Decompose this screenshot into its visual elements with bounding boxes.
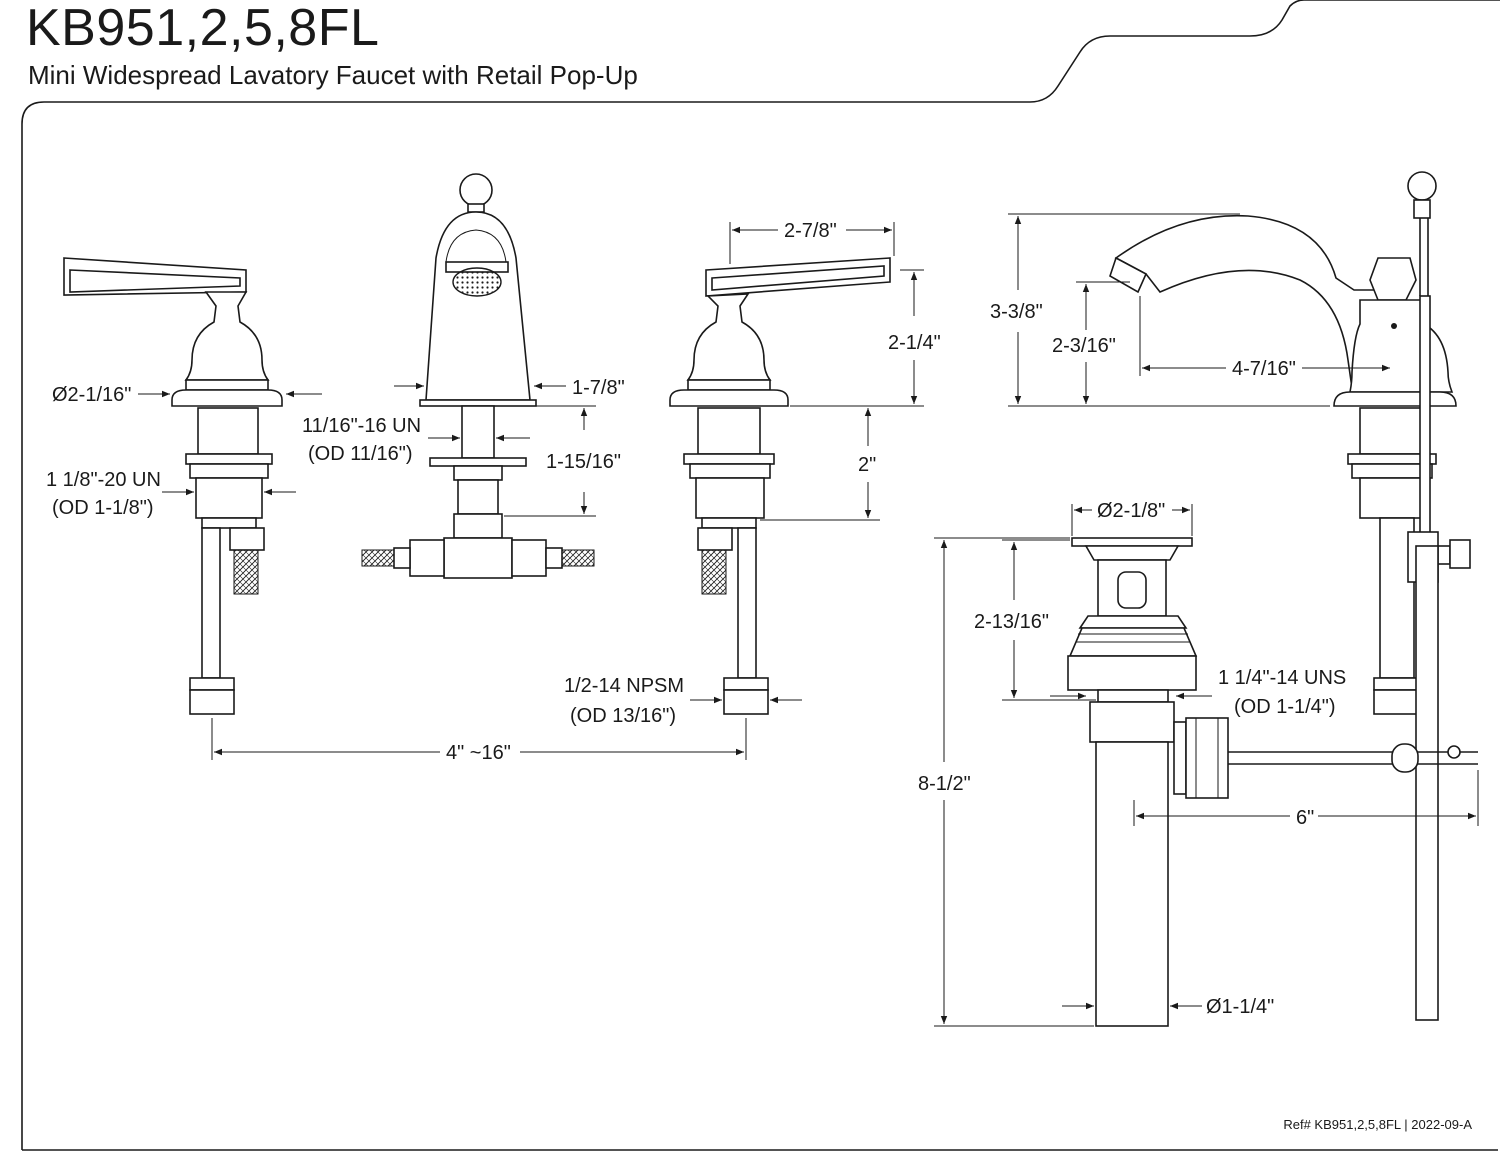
sheet-frame xyxy=(21,0,1500,1150)
label-spout-height: 3-3/8" xyxy=(990,301,1043,323)
dim-spout-base-width: 1-7/8" xyxy=(394,377,625,399)
model-number: KB951,2,5,8FL xyxy=(26,0,380,57)
label-spout-thread: 11/16"-16 UN xyxy=(302,415,421,437)
label-handle-thread: 1 1/8"-20 UN xyxy=(46,469,161,491)
right-handle-valve xyxy=(669,257,891,715)
product-description: Mini Widespread Lavatory Faucet with Ret… xyxy=(28,60,638,90)
label-handle-height: 2-1/4" xyxy=(888,332,941,354)
dim-drain-flange-diameter: Ø2-1/8" xyxy=(1071,500,1193,536)
label-spread: 4" ~16" xyxy=(446,742,511,764)
pop-up-drain xyxy=(1067,537,1478,1027)
label-spout-thread-od: (OD 11/16") xyxy=(308,443,413,465)
label-drain-thread: 1 1/4"-14 UNS xyxy=(1218,667,1346,689)
label-handle-shank-length: 2" xyxy=(858,454,876,476)
dim-spout-shank-length: 1-15/16" xyxy=(504,405,621,517)
dim-handle-reach: 2-7/8" xyxy=(729,220,895,264)
label-tailpiece-diameter: Ø1-1/4" xyxy=(1206,996,1274,1018)
label-spout-shank-length: 1-15/16" xyxy=(546,451,621,473)
label-handle-reach: 2-7/8" xyxy=(784,220,837,242)
label-spout-base-width: 1-7/8" xyxy=(572,377,625,399)
label-aerator-height: 2-3/16" xyxy=(1052,335,1116,357)
dim-spread: 4" ~16" xyxy=(211,718,747,764)
dim-drain-thread: 1 1/4"-14 UNS (OD 1-1/4") xyxy=(1050,667,1346,718)
label-handle-thread-od: (OD 1-1/8") xyxy=(52,497,154,519)
dim-aerator-height: 2-3/16" xyxy=(1052,281,1130,404)
dim-handle-shank-length: 2" xyxy=(760,408,880,521)
dim-drain-body-height: 2-13/16" xyxy=(974,539,1096,701)
label-supply-thread-od: (OD 13/16") xyxy=(570,705,676,727)
label-supply-thread: 1/2-14 NPSM xyxy=(564,675,684,697)
left-handle-valve xyxy=(63,257,283,715)
dim-tailpiece-diameter: Ø1-1/4" xyxy=(1062,996,1274,1018)
label-drain-flange-diameter: Ø2-1/8" xyxy=(1097,500,1165,522)
dim-spout-thread: 11/16"-16 UN (OD 11/16") xyxy=(302,415,530,465)
dim-supply-thread: 1/2-14 NPSM (OD 13/16") xyxy=(564,675,802,727)
dim-pivot-rod-length: 6" xyxy=(1133,770,1479,829)
label-drain-body-height: 2-13/16" xyxy=(974,611,1049,633)
label-drain-thread-od: (OD 1-1/4") xyxy=(1234,696,1336,718)
dim-spout-reach: 4-7/16" xyxy=(1139,296,1390,380)
label-flange-diameter: Ø2-1/16" xyxy=(52,384,131,406)
label-spout-reach: 4-7/16" xyxy=(1232,358,1296,380)
dim-handle-height: 2-1/4" xyxy=(790,269,941,407)
spout-front-view xyxy=(361,173,595,579)
spout-side-view xyxy=(1109,171,1471,1021)
label-drain-total-height: 8-1/2" xyxy=(918,773,971,795)
label-pivot-rod-length: 6" xyxy=(1296,807,1314,829)
dim-spout-height: 3-3/8" xyxy=(990,213,1330,407)
dim-drain-total-height: 8-1/2" xyxy=(918,537,1094,1027)
reference-number: Ref# KB951,2,5,8FL | 2022-09-A xyxy=(1283,1117,1472,1132)
dim-flange-diameter: Ø2-1/16" xyxy=(52,384,322,406)
dim-handle-thread: 1 1/8"-20 UN (OD 1-1/8") xyxy=(46,469,296,519)
